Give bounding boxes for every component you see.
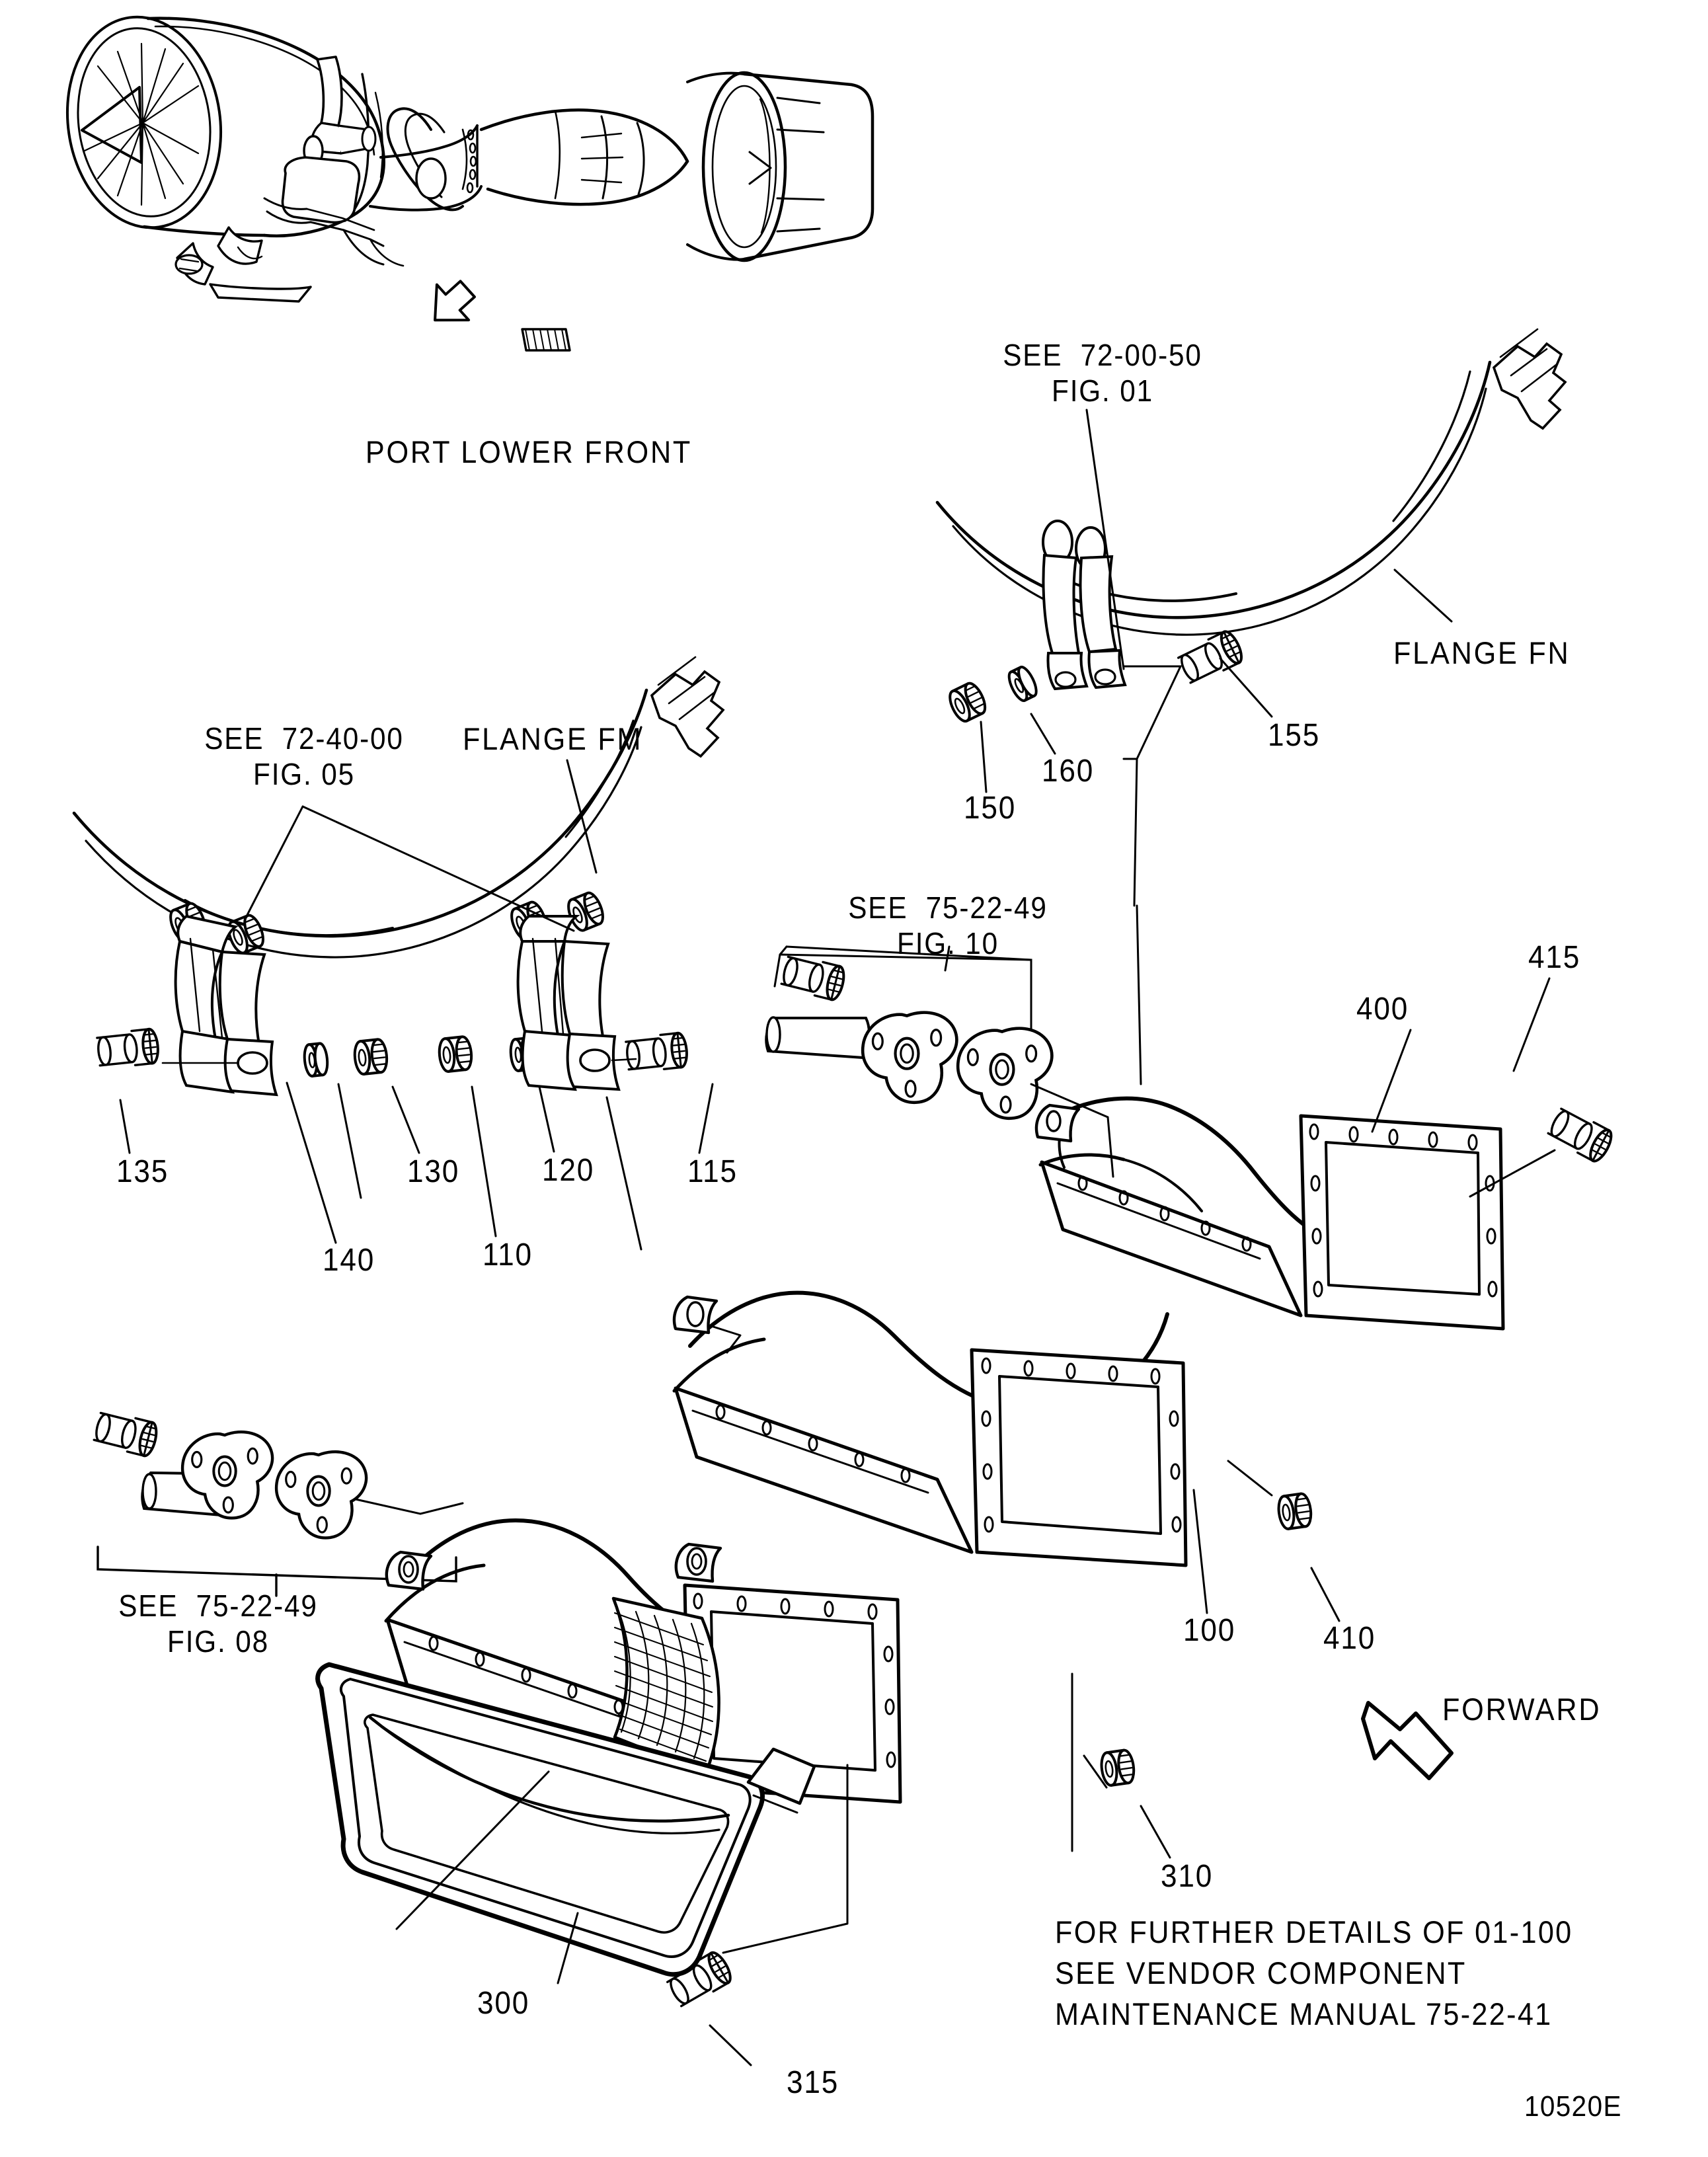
xref-75-22-49-fig08-line2: FIG. 08	[167, 1624, 269, 1659]
view-caption: PORT LOWER FRONT	[365, 434, 693, 469]
flange-fn-label: FLANGE FN	[1393, 635, 1571, 670]
flange-fn-arc	[935, 328, 1567, 1085]
detail-75-22-49-fig08	[91, 1408, 464, 1597]
callout-110: 110	[483, 1237, 533, 1273]
xref-75-22-49-fig10-line1: SEE 75-22-49	[848, 890, 1048, 925]
callout-315: 315	[787, 2065, 839, 2100]
callout-400: 400	[1356, 992, 1409, 1027]
callout-410: 410	[1323, 1621, 1376, 1656]
detail-75-22-49-fig10	[765, 945, 1114, 1178]
note-line-3: MAINTENANCE MANUAL 75-22-41	[1055, 1996, 1553, 2031]
callout-310: 310	[1161, 1859, 1214, 1894]
xref-75-22-49-fig08-line1: SEE 75-22-49	[118, 1588, 318, 1623]
xref-72-00-50-line2: FIG. 01	[1052, 373, 1153, 408]
engine-isometric-view	[65, 15, 874, 352]
xref-75-22-49-fig10-line2: FIG. 10	[897, 926, 999, 961]
callout-415: 415	[1528, 940, 1581, 975]
callout-300: 300	[477, 1986, 530, 2021]
forward-label: FORWARD	[1442, 1692, 1602, 1727]
xref-72-40-00-line1: SEE 72-40-00	[204, 721, 404, 756]
callout-155: 155	[1268, 718, 1321, 753]
callout-130: 130	[407, 1154, 460, 1189]
forward-arrow	[1361, 1701, 1454, 1780]
xref-72-00-50-line1: SEE 72-00-50	[1003, 338, 1202, 372]
callout-160: 160	[1042, 754, 1095, 789]
note-line-2: SEE VENDOR COMPONENT	[1055, 1955, 1467, 1990]
callout-135: 135	[116, 1154, 169, 1189]
xref-72-40-00-line2: FIG. 05	[253, 757, 355, 791]
callout-120: 120	[542, 1153, 595, 1188]
callout-150: 150	[964, 791, 1017, 826]
callout-140: 140	[323, 1243, 375, 1278]
drawing-number: 10520E	[1524, 2090, 1622, 2123]
flange-fm-arc	[72, 656, 725, 1251]
callout-100: 100	[1183, 1613, 1236, 1648]
flange-fm-label: FLANGE FM	[463, 721, 643, 756]
callout-115: 115	[687, 1154, 738, 1189]
main-duct-assembly	[315, 977, 1615, 2066]
note-line-1: FOR FURTHER DETAILS OF 01-100	[1055, 1914, 1573, 1949]
